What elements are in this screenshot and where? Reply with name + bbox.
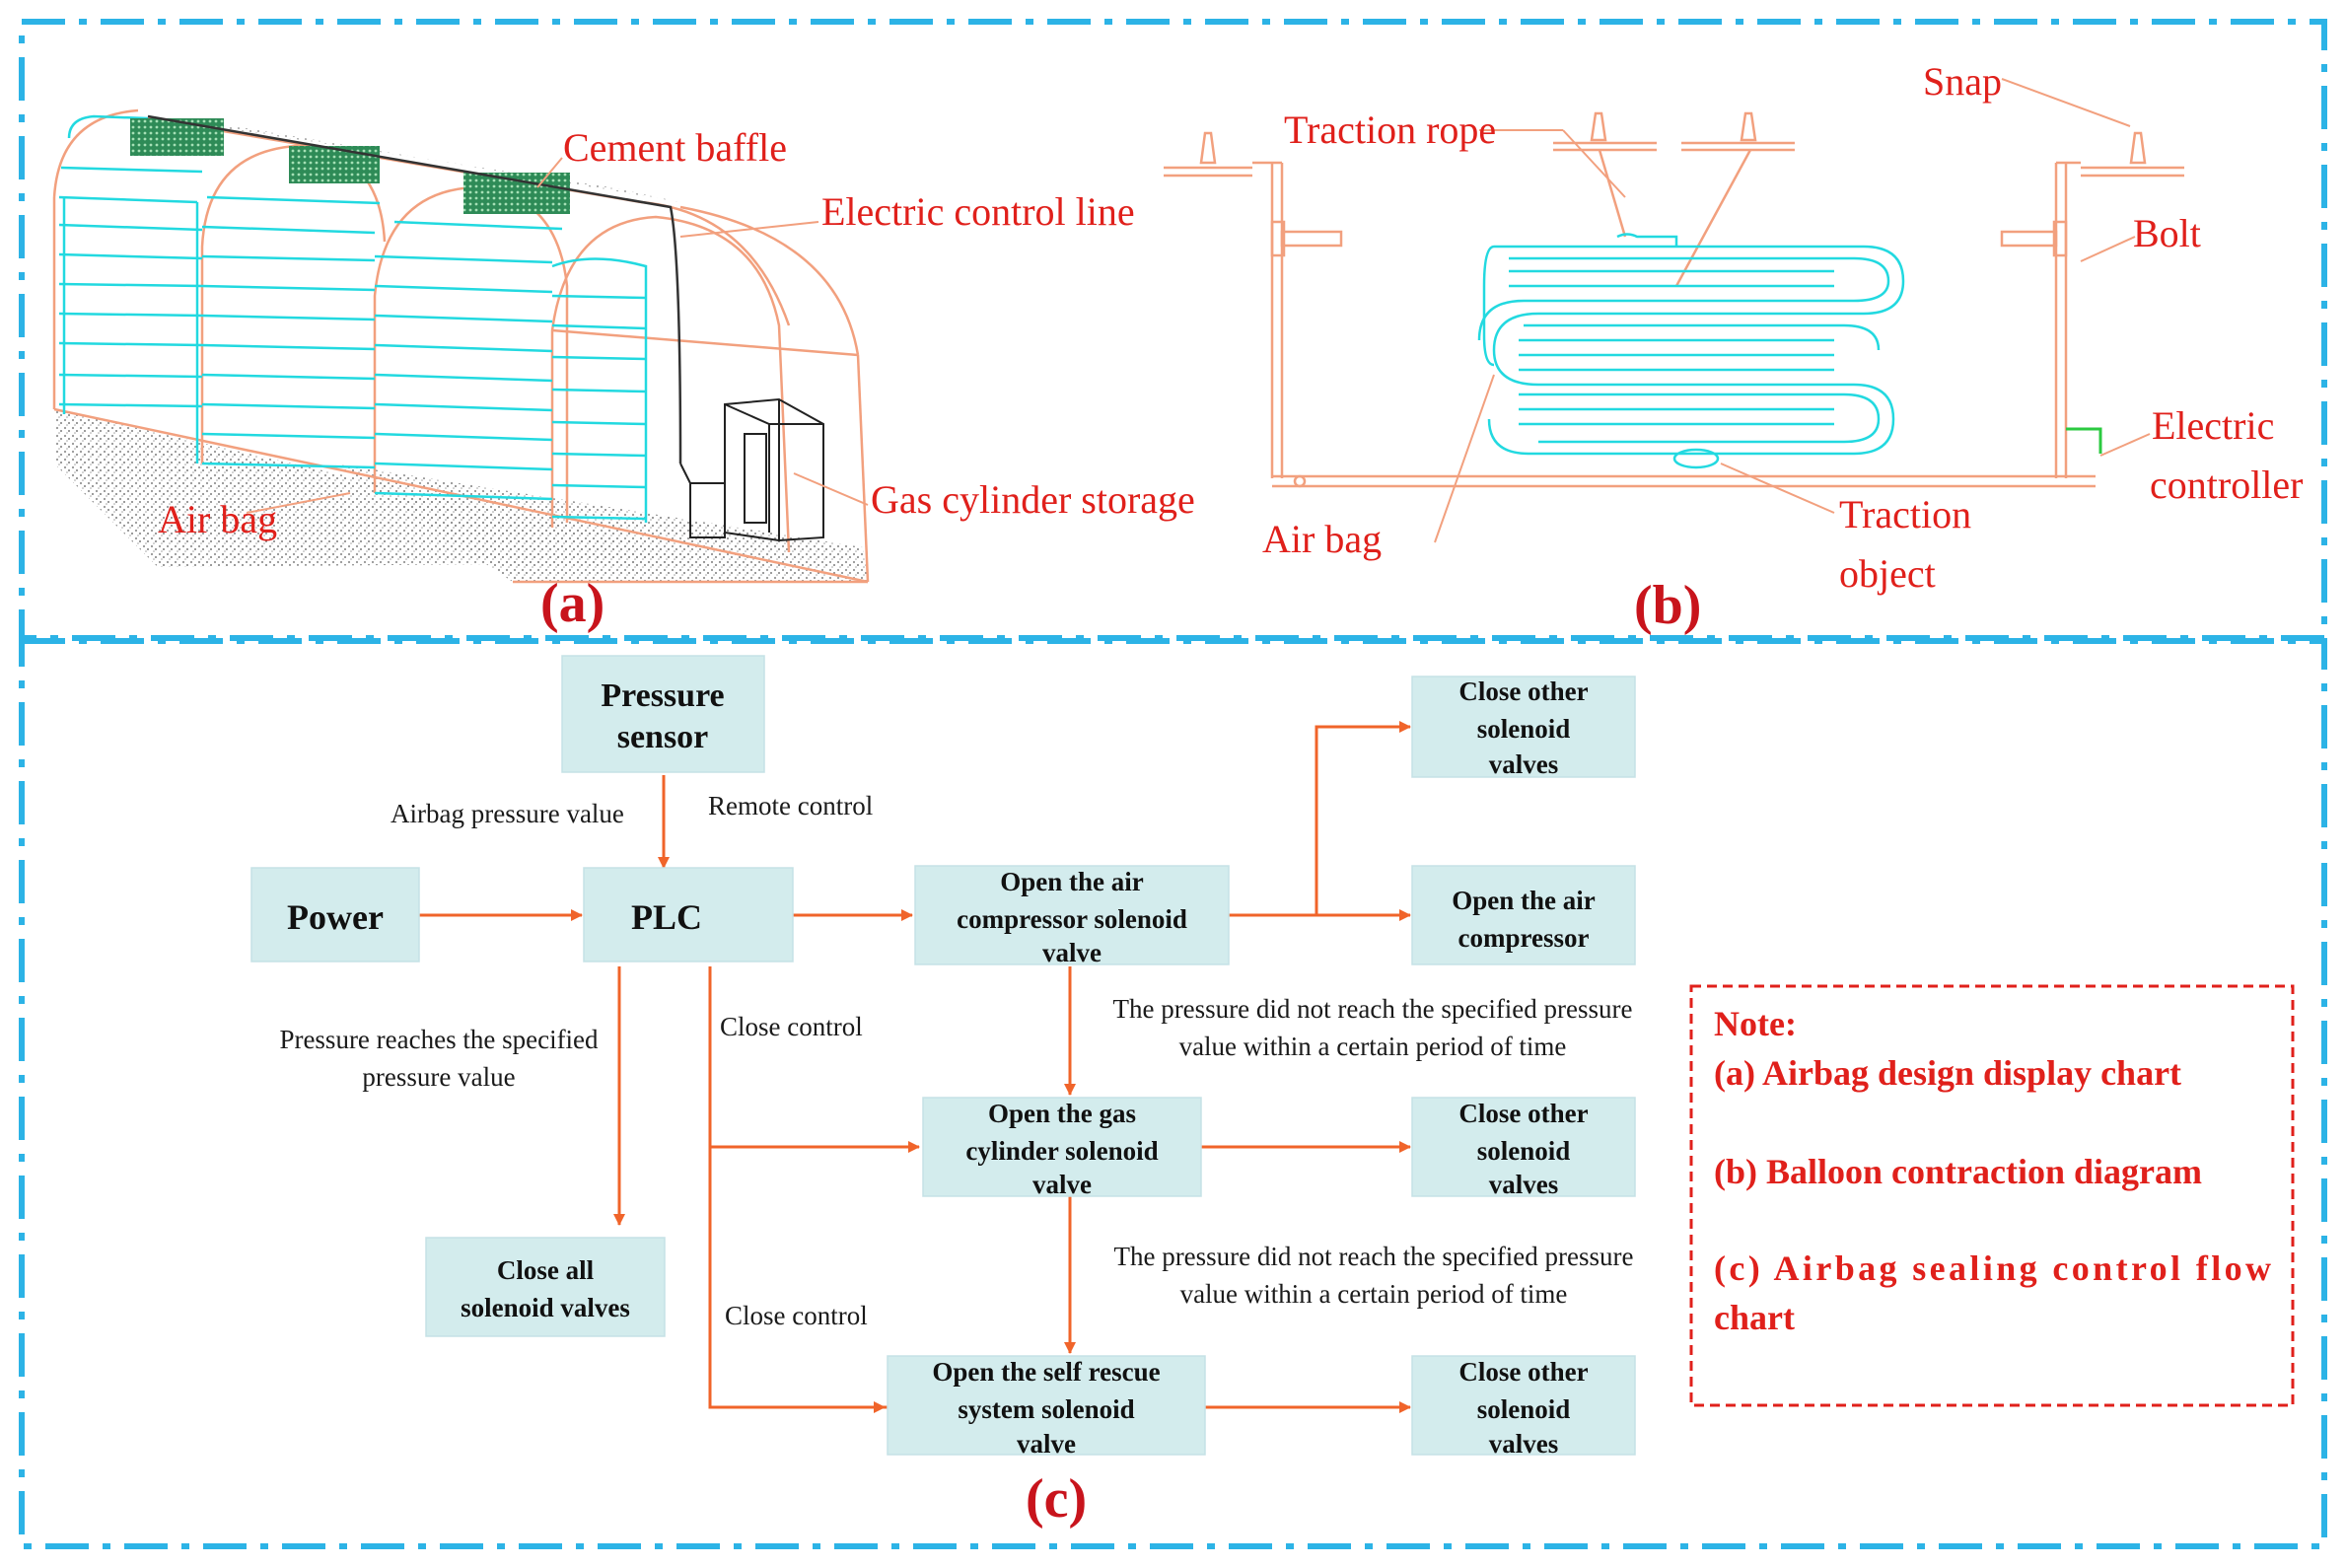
svg-text:valve: valve bbox=[1032, 1170, 1092, 1199]
svg-text:compressor solenoid: compressor solenoid bbox=[957, 904, 1187, 934]
ann-not-reach-2a: The pressure did not reach the specified… bbox=[1113, 1242, 1633, 1271]
box-open-gas-cylinder-valve: Open the gas cylinder solenoid valve bbox=[922, 1097, 1202, 1199]
cement-baffle-2 bbox=[289, 146, 380, 183]
box-close-other-3: Close other solenoid valves bbox=[1411, 1355, 1636, 1459]
label-traction-rope: Traction rope bbox=[1284, 107, 1496, 152]
ann-remote-control: Remote control bbox=[708, 791, 873, 820]
svg-text:PLC: PLC bbox=[631, 897, 702, 937]
svg-text:Open the self rescue: Open the self rescue bbox=[932, 1357, 1160, 1387]
note-line-c: (c) Airbag sealing control flow bbox=[1714, 1248, 2271, 1288]
svg-text:solenoid valves: solenoid valves bbox=[461, 1293, 630, 1322]
svg-text:Pressure: Pressure bbox=[601, 677, 724, 714]
svg-text:valve: valve bbox=[1042, 938, 1102, 967]
label-electric-controller-1: Electric bbox=[2152, 403, 2274, 448]
label-traction-object-2: object bbox=[1839, 551, 1936, 596]
ann-airbag-pressure-value: Airbag pressure value bbox=[391, 799, 624, 828]
svg-text:valves: valves bbox=[1489, 749, 1559, 779]
airbag-stack bbox=[58, 114, 648, 523]
note-title: Note: bbox=[1714, 1004, 1797, 1043]
box-close-all: Close all solenoid valves bbox=[425, 1237, 666, 1337]
label-bolt: Bolt bbox=[2133, 211, 2201, 255]
label-traction-object-1: Traction bbox=[1839, 492, 1971, 536]
svg-text:Open the air: Open the air bbox=[1000, 867, 1144, 896]
ann-pressure-reaches-2: pressure value bbox=[362, 1062, 515, 1092]
svg-text:valve: valve bbox=[1017, 1429, 1076, 1459]
svg-text:Open the air: Open the air bbox=[1452, 886, 1596, 915]
label-electric-controller-2: controller bbox=[2150, 463, 2304, 507]
ann-not-reach-1b: value within a certain period of time bbox=[1179, 1032, 1567, 1061]
svg-text:system solenoid: system solenoid bbox=[958, 1394, 1134, 1424]
svg-text:valves: valves bbox=[1489, 1170, 1559, 1199]
label-snap: Snap bbox=[1923, 59, 2002, 104]
note-line-a: (a) Airbag design display chart bbox=[1714, 1053, 2181, 1093]
ann-not-reach-1a: The pressure did not reach the specified… bbox=[1112, 994, 1632, 1024]
panel-c-flowchart: Pressure sensor Power PLC Open the air c… bbox=[250, 655, 1636, 1530]
box-close-other-2: Close other solenoid valves bbox=[1411, 1097, 1636, 1199]
note-line-b: (b) Balloon contraction diagram bbox=[1714, 1152, 2202, 1191]
label-air-bag-a: Air bag bbox=[158, 497, 277, 541]
svg-text:Close all: Close all bbox=[497, 1255, 595, 1285]
box-plc: PLC bbox=[583, 867, 794, 962]
svg-text:solenoid: solenoid bbox=[1477, 1136, 1571, 1166]
svg-text:sensor: sensor bbox=[617, 719, 709, 755]
svg-text:solenoid: solenoid bbox=[1477, 1394, 1571, 1424]
caption-c: (c) bbox=[1026, 1468, 1087, 1530]
box-close-other-1: Close other solenoid valves bbox=[1411, 676, 1636, 779]
cement-baffle-1 bbox=[130, 118, 224, 156]
note-line-c-cont: chart bbox=[1714, 1298, 1795, 1337]
note-box: Note: (a) Airbag design display chart (b… bbox=[1689, 984, 2295, 1407]
box-power: Power bbox=[250, 867, 420, 962]
ann-not-reach-2b: value within a certain period of time bbox=[1180, 1279, 1568, 1309]
ann-close-control-2: Close control bbox=[725, 1301, 868, 1330]
caption-a: (a) bbox=[540, 573, 604, 634]
svg-text:Close other: Close other bbox=[1458, 1357, 1588, 1387]
svg-text:Close other: Close other bbox=[1458, 1099, 1588, 1128]
caption-b: (b) bbox=[1634, 575, 1701, 636]
label-cement-baffle: Cement baffle bbox=[563, 125, 787, 170]
svg-text:solenoid: solenoid bbox=[1477, 714, 1571, 744]
svg-text:cylinder solenoid: cylinder solenoid bbox=[965, 1136, 1158, 1166]
cement-baffle-3 bbox=[463, 173, 570, 214]
box-open-self-rescue-valve: Open the self rescue system solenoid val… bbox=[887, 1355, 1206, 1459]
svg-text:Close other: Close other bbox=[1458, 677, 1588, 706]
ann-close-control-1: Close control bbox=[720, 1012, 863, 1041]
ann-pressure-reaches-1: Pressure reaches the specified bbox=[279, 1025, 599, 1054]
folded-airbag bbox=[1477, 233, 1905, 469]
svg-text:compressor: compressor bbox=[1458, 923, 1590, 953]
panel-b-contraction-drawing: Traction rope Snap Bolt Electric control… bbox=[1164, 59, 2304, 636]
box-open-air-compressor-valve: Open the air compressor solenoid valve bbox=[914, 865, 1230, 967]
panel-a-tunnel-drawing: Cement baffle Electric control line Air … bbox=[52, 108, 1195, 634]
electric-control-line bbox=[147, 114, 682, 464]
panel-frames bbox=[19, 19, 2327, 1549]
label-electric-control-line: Electric control line bbox=[821, 189, 1135, 234]
box-pressure-sensor: Pressure sensor bbox=[561, 655, 765, 773]
label-gas-cylinder-storage: Gas cylinder storage bbox=[871, 477, 1195, 522]
box-open-air-compressor: Open the air compressor bbox=[1411, 865, 1636, 965]
svg-text:Power: Power bbox=[287, 897, 384, 937]
gas-cylinder-cabinet bbox=[679, 397, 824, 542]
label-air-bag-b: Air bag bbox=[1262, 517, 1382, 561]
electric-controller-wire bbox=[2066, 427, 2102, 454]
svg-text:Open the gas: Open the gas bbox=[988, 1099, 1136, 1128]
svg-text:valves: valves bbox=[1489, 1429, 1559, 1459]
